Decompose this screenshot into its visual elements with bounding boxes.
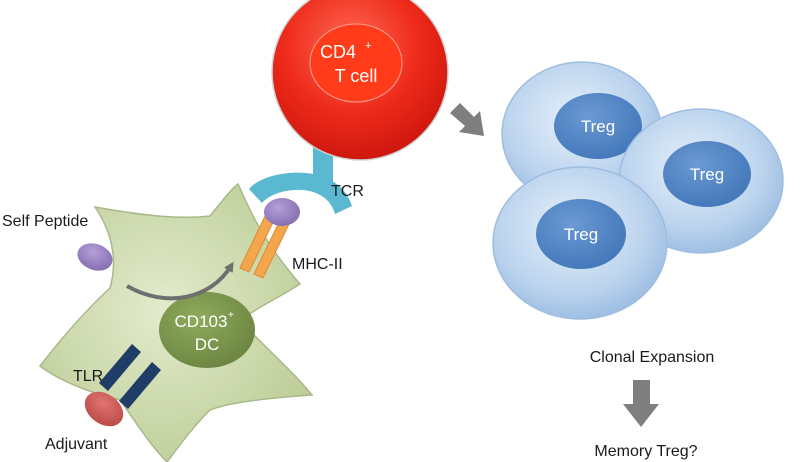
cd4-superscript: + <box>365 40 371 52</box>
dc-nucleus: CD103 + DC <box>159 292 255 368</box>
cd4-label: CD4 <box>320 42 356 62</box>
cd4-t-cell-nucleus <box>309 23 403 103</box>
dc-superscript: + <box>228 310 234 321</box>
tlr-label: TLR <box>73 368 103 385</box>
dc-label: CD103 <box>175 312 228 331</box>
tcr-label: TCR <box>331 183 364 200</box>
adjuvant-label: Adjuvant <box>45 436 108 453</box>
clonal-expansion-label: Clonal Expansion <box>590 349 715 366</box>
adjuvant <box>84 391 124 427</box>
memory-treg-label: Memory Treg? <box>594 443 697 460</box>
self-peptide <box>77 243 113 271</box>
cd4-t-cell: CD4 + T cell <box>271 0 449 161</box>
treg-label-1: Treg <box>581 117 615 136</box>
expansion-arrow <box>450 103 484 136</box>
tcr-receptor <box>249 172 352 214</box>
treg-nucleus-2 <box>536 199 626 269</box>
self-peptide-label: Self Peptide <box>2 213 88 230</box>
treg-label-3: Treg <box>690 165 724 184</box>
loading-arrow <box>125 261 234 301</box>
bound-peptide <box>264 198 300 226</box>
treg-cell-2: Treg <box>492 166 668 320</box>
tlr-receptor <box>99 344 161 409</box>
memory-arrow <box>623 380 659 427</box>
treg-nucleus-1 <box>554 93 642 159</box>
mhc-label: MHC-II <box>292 256 343 273</box>
dc-label-line2: DC <box>195 335 220 354</box>
treg-label-2: Treg <box>564 225 598 244</box>
tcell-label: T cell <box>335 66 378 86</box>
treg-nucleus-3 <box>663 141 751 207</box>
